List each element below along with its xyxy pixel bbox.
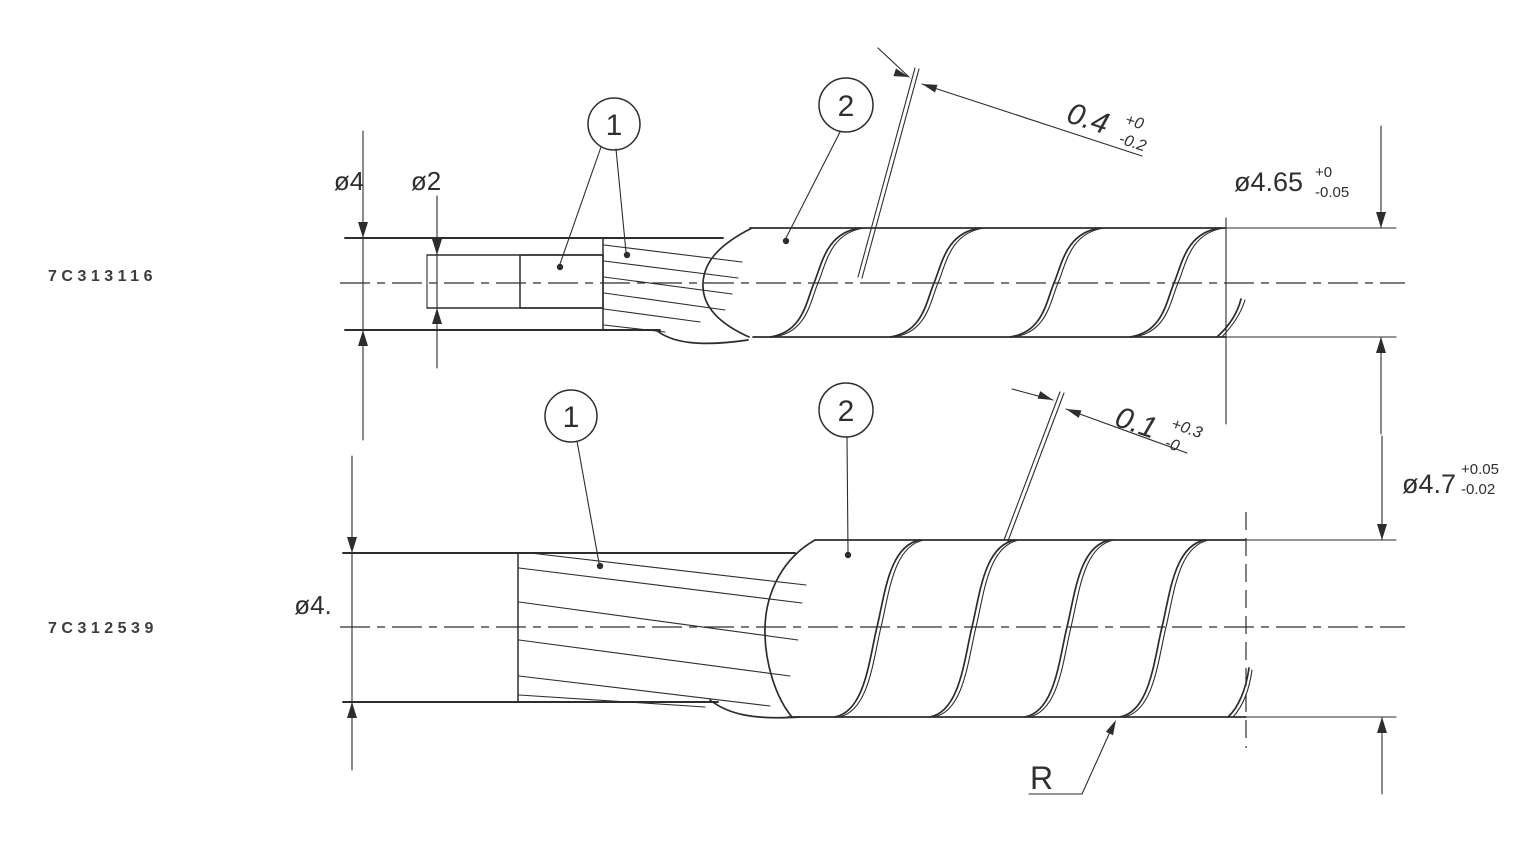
- wrap-turn: [889, 227, 981, 338]
- top-balloon-1: 1: [556, 97, 641, 271]
- wrap-edge-indicator-inner: [861, 68, 920, 279]
- bottom-dia4-dimension: ø4.: [294, 455, 357, 771]
- balloon-number: 2: [838, 90, 855, 123]
- od-value: ø4.7: [1402, 469, 1456, 499]
- balloon-number: 1: [563, 401, 580, 434]
- wrap-turn: [1024, 539, 1111, 718]
- wrap-thickness-value: 0.4: [1063, 97, 1113, 141]
- dia2-label: ø2: [411, 166, 441, 196]
- balloon-circle: [818, 382, 874, 438]
- wrap-turn: [1129, 227, 1221, 338]
- balloon-leader: [846, 436, 849, 553]
- top-wrap-thickness-dimension: 0.4 +0 -0.2: [857, 47, 1149, 279]
- arrow-down: [1377, 524, 1387, 540]
- arrow-down: [432, 239, 442, 255]
- wrap-turn: [1119, 539, 1206, 718]
- radius-label: R: [1030, 760, 1053, 796]
- wrap-turn: [929, 539, 1016, 718]
- arrow-up: [1377, 717, 1387, 733]
- leader-dot: [623, 251, 631, 259]
- balloon-leader: [559, 146, 602, 265]
- wrap-turn-inner: [773, 227, 865, 338]
- arrow-down: [1376, 212, 1386, 228]
- balloon-circle: [818, 77, 874, 133]
- wrap-turn-inner: [1028, 539, 1115, 718]
- balloon-leader: [615, 148, 627, 253]
- od-tol-minus: -0.05: [1315, 184, 1349, 201]
- arrow-down: [347, 537, 357, 553]
- bottom-balloon-1: 1: [544, 389, 604, 570]
- top-view: ø4 ø2 ø4.65 +0 -0.05 0: [48, 47, 1405, 441]
- wrap-turn-inner: [1133, 227, 1225, 338]
- balloon-leader: [785, 131, 841, 239]
- balloon-number: 1: [606, 109, 623, 142]
- arrow-up-right: [1105, 720, 1116, 736]
- wrap-thickness-tol-minus: -0: [1163, 435, 1182, 456]
- bottom-spiral-wrap: [709, 539, 1253, 719]
- wrap-edge-indicator-inner: [1007, 392, 1065, 542]
- leader-dot: [844, 551, 852, 559]
- top-spiral-wrap: [655, 227, 1246, 345]
- leader-dot: [596, 562, 604, 570]
- balloon-number: 2: [838, 395, 855, 428]
- bottom-od-dimension: ø4.7 +0.05 -0.02: [1377, 435, 1499, 795]
- balloon-circle: [544, 389, 598, 443]
- top-ferrule-box: [519, 254, 604, 309]
- wrap-turn-inner: [1013, 227, 1105, 338]
- top-dia2-dimension: ø2: [411, 166, 442, 369]
- wrap-tail-inner: [1221, 299, 1246, 338]
- wrap-tail: [1227, 667, 1250, 718]
- wrap-edge-indicator: [1003, 391, 1061, 541]
- wrap-thickness-tol-plus: +0: [1123, 112, 1146, 134]
- wrap-mouth-curve: [764, 539, 816, 718]
- dia4-label: ø4.: [294, 590, 332, 620]
- top-part-number: 7C313116: [48, 268, 157, 285]
- bottom-strand-lines: [518, 552, 807, 708]
- arrow-up: [1376, 337, 1386, 353]
- top-strand-lines: [603, 244, 743, 333]
- od-tol-plus: +0: [1315, 164, 1332, 181]
- bottom-wrap-thickness-dimension: 0.1 +0.3 -0: [1003, 388, 1205, 542]
- arrow-up: [347, 702, 357, 718]
- balloon-leader: [576, 440, 600, 564]
- leader-dot: [556, 263, 564, 271]
- wrap-turn: [834, 539, 921, 718]
- dia4-label: ø4: [334, 166, 364, 196]
- wrap-tail-inner: [1232, 669, 1253, 718]
- bottom-view: ø4. ø4.7 +0.05 -0.02 0.1 +0.3 -0: [48, 382, 1499, 796]
- wrap-bottom-lip: [655, 329, 749, 345]
- od-tol-minus: -0.02: [1461, 481, 1495, 498]
- wrap-turn-inner: [933, 539, 1020, 718]
- wrap-turn: [1009, 227, 1101, 338]
- top-balloon-2: 2: [782, 77, 874, 245]
- wrap-turn-inner: [1123, 539, 1210, 718]
- arrow-left: [1066, 409, 1082, 418]
- wrap-tail: [1216, 298, 1242, 338]
- wrap-thickness-tol-minus: -0.2: [1117, 131, 1149, 156]
- wrap-turn-inner: [893, 227, 985, 338]
- arrow-right: [1037, 391, 1053, 400]
- arrow-up: [358, 330, 368, 346]
- wrap-turn-inner: [838, 539, 925, 718]
- leader-dot: [782, 237, 790, 245]
- wrap-mouth-curve: [702, 227, 753, 338]
- wrap-edge-indicator: [857, 67, 916, 278]
- bottom-balloon-2: 2: [818, 382, 874, 559]
- od-tol-plus: +0.05: [1461, 461, 1499, 478]
- wrap-turn: [769, 227, 861, 338]
- bottom-part-number: 7C312539: [48, 620, 158, 637]
- bottom-radius-callout: R: [1028, 720, 1116, 796]
- arrow-left: [922, 84, 938, 93]
- arrow-right: [893, 68, 909, 77]
- arrow-up: [432, 308, 442, 324]
- od-value: ø4.65: [1234, 167, 1303, 197]
- wrap-bottom-lip: [709, 699, 801, 719]
- top-dia4-dimension: ø4: [334, 130, 368, 441]
- balloon-circle: [587, 97, 641, 151]
- arrow-down: [358, 222, 368, 238]
- wrap-thickness-value: 0.1: [1111, 401, 1161, 446]
- top-od-dimension: ø4.65 +0 -0.05: [1234, 125, 1386, 435]
